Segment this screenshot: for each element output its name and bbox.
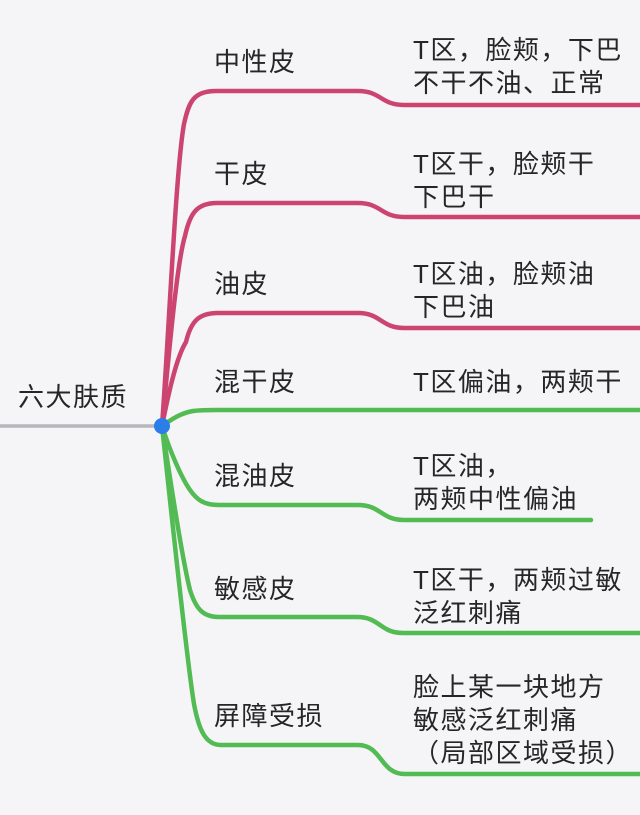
- root-node-dot: [154, 418, 170, 434]
- desc-line: 下巴干: [413, 182, 496, 212]
- node-desc-neutral-skin: T区，脸颊，下巴 不干不油、正常: [413, 34, 623, 100]
- desc-line: （局部区域受损）: [413, 738, 634, 768]
- branch-line-dry-skin: [159, 200, 640, 429]
- node-desc-sensitive-skin: T区干，两颊过敏 泛红刺痛: [413, 564, 623, 630]
- desc-line: T区干，两颊过敏: [413, 565, 623, 595]
- desc-line: 下巴油: [413, 292, 496, 322]
- node-label-oily-skin: 油皮: [214, 269, 270, 299]
- desc-line: T区干，脸颊干: [413, 149, 596, 179]
- desc-line: 敏感泛红刺痛: [413, 705, 579, 735]
- node-desc-oily-skin: T区油，脸颊油 下巴油: [413, 258, 595, 324]
- branch-line-oily-skin: [159, 310, 640, 429]
- branch-line-sensitive-skin: [159, 423, 640, 636]
- branch-line-combination-oily-skin: [159, 423, 594, 523]
- desc-line: 两颊中性偏油: [413, 484, 579, 514]
- node-desc-dry-skin: T区干，脸颊干 下巴干: [413, 148, 595, 214]
- desc-line: 泛红刺痛: [413, 598, 524, 628]
- node-label-combination-dry-skin: 混干皮: [214, 367, 297, 397]
- node-desc-damaged-barrier: 脸上某一块地方 敏感泛红刺痛 （局部区域受损）: [413, 671, 633, 770]
- desc-line: T区偏油，两颊干: [413, 367, 623, 397]
- desc-line: T区，脸颊，下巴: [413, 35, 623, 65]
- desc-line: T区油，脸颊油: [413, 259, 596, 289]
- node-desc-combination-dry-skin: T区偏油，两颊干: [413, 366, 623, 399]
- desc-line: 脸上某一块地方: [413, 672, 606, 702]
- node-label-damaged-barrier: 屏障受损: [214, 701, 325, 731]
- branch-line-neutral-skin: [159, 88, 640, 429]
- desc-line: 不干不油、正常: [413, 68, 606, 98]
- node-desc-combination-oily-skin: T区油， 两颊中性偏油: [413, 450, 578, 516]
- branch-line-combination-dry-skin: [159, 407, 640, 429]
- node-label-combination-oily-skin: 混油皮: [214, 461, 297, 491]
- branch-line-damaged-barrier: [159, 423, 640, 777]
- node-label-dry-skin: 干皮: [214, 159, 270, 189]
- node-label-neutral-skin: 中性皮: [214, 47, 297, 77]
- root-node-label: 六大肤质: [18, 382, 129, 412]
- node-label-sensitive-skin: 敏感皮: [214, 574, 297, 604]
- desc-line: T区油，: [413, 451, 513, 481]
